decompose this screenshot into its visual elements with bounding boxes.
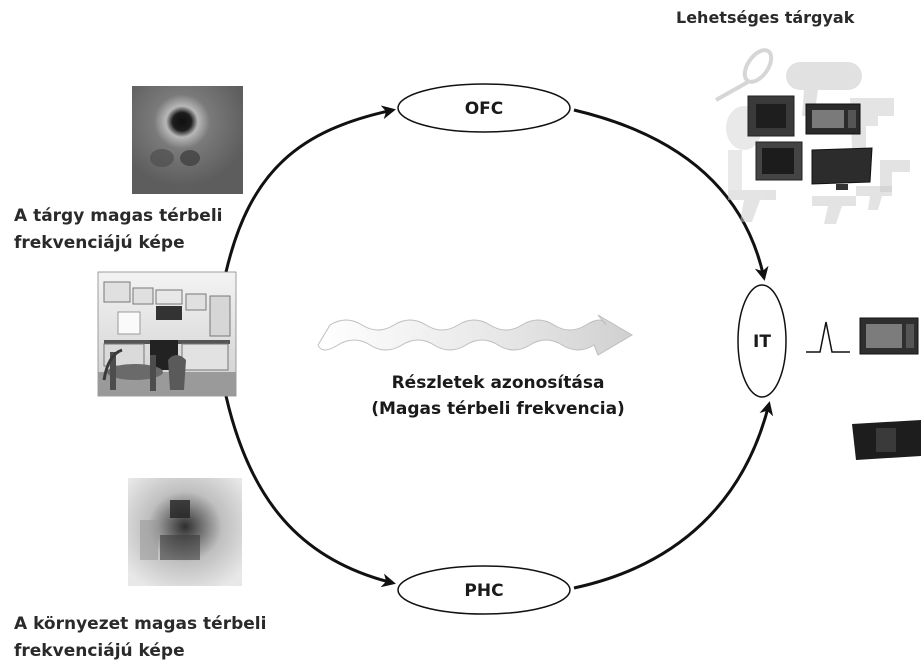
node-it-label: IT: [753, 332, 771, 352]
object-caption-line2: frekvenciájú képe: [14, 233, 185, 253]
node-phc-label: PHC: [464, 581, 503, 601]
arrow-phc-to-it: [573, 401, 774, 590]
candidate-objects-title: Lehetséges tárgyak: [676, 8, 855, 27]
node-ofc-label: OFC: [465, 99, 504, 119]
tennis-racket-icon: [715, 48, 774, 102]
node-phc: PHC: [397, 565, 571, 615]
context-caption-line1: A környezet magas térbeli: [14, 614, 267, 634]
object-caption: A tárgy magas térbeli frekvenciájú képe: [14, 203, 222, 257]
arrow-left-to-ofc: [224, 105, 396, 273]
drill-icon: [850, 98, 910, 192]
node-ofc: OFC: [397, 83, 571, 133]
microwave-icon: [805, 103, 861, 135]
arrow-ofc-to-it: [573, 108, 769, 281]
wavy-arrow-icon: [317, 314, 633, 356]
monitor-icon: [811, 147, 873, 190]
node-it: IT: [737, 284, 787, 398]
dark-object-icon: [852, 420, 921, 460]
object-blur-image: [132, 86, 243, 194]
context-blur-image: [128, 478, 242, 586]
context-caption-line2: frekvenciájú képe: [14, 641, 185, 661]
kitchen-scene-image: [97, 271, 237, 397]
selected-microwave-icon: [859, 317, 919, 355]
center-caption-line2: (Magas térbeli frekvencia): [371, 399, 625, 419]
center-caption-line1: Részletek azonosítása: [392, 373, 605, 393]
hair-dryer-icon: [786, 62, 862, 116]
crt-tv-icon: [755, 141, 803, 181]
context-caption: A környezet magas térbeli frekvenciájú k…: [14, 611, 266, 665]
object-caption-line1: A tárgy magas térbeli: [14, 206, 223, 226]
pistol-icon: [728, 186, 892, 224]
arrow-left-to-phc: [224, 395, 396, 588]
spike-response-icon: [806, 321, 850, 353]
candidate-objects-image: [715, 48, 910, 224]
tv-icon: [747, 95, 795, 137]
